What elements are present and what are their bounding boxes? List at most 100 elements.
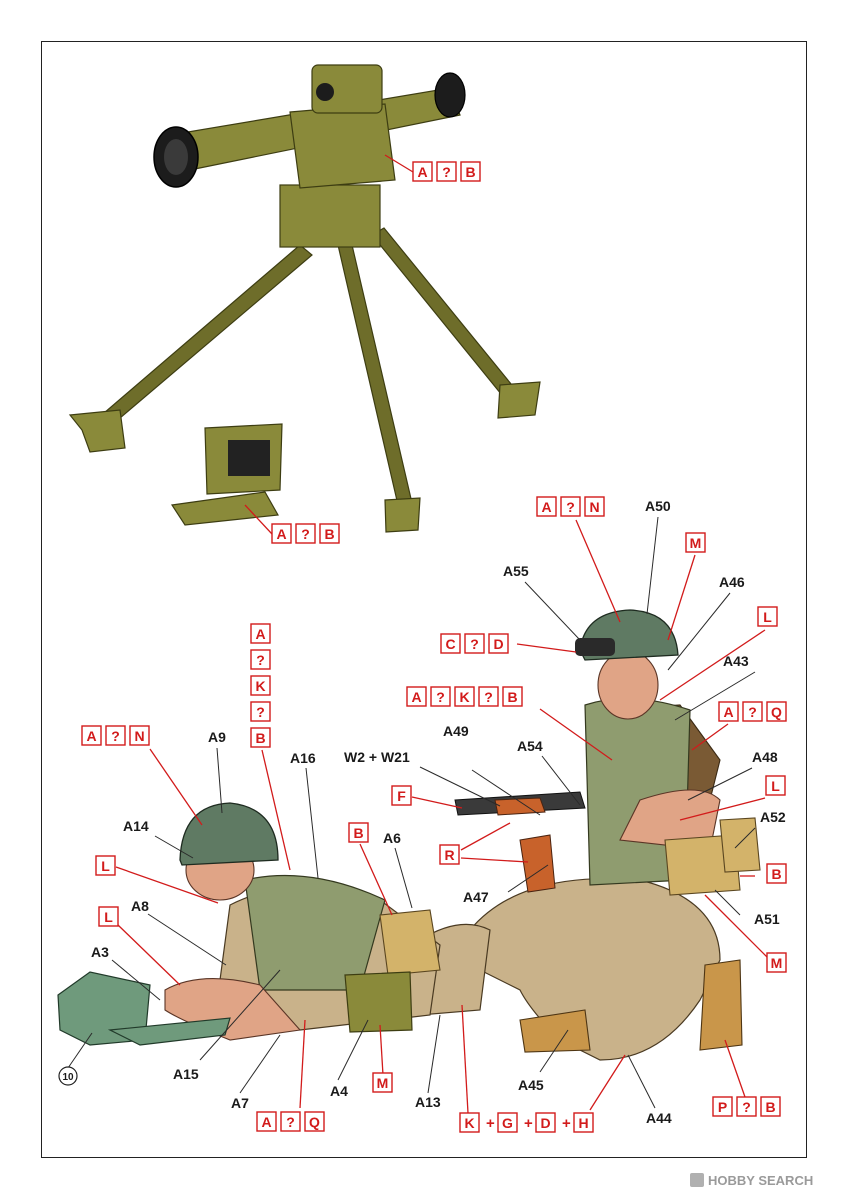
color-code-letter: A — [541, 499, 551, 515]
color-code-box — [295, 523, 316, 544]
sight-block — [311, 64, 383, 114]
color-code-box — [129, 725, 150, 746]
color-code-group: L — [765, 775, 786, 796]
color-code-letter: A — [276, 526, 286, 542]
color-code-box — [250, 675, 271, 696]
color-code-box — [105, 725, 126, 746]
color-code-box — [250, 623, 271, 644]
color-code-box — [460, 161, 481, 182]
color-code-box — [536, 496, 557, 517]
kneeling-pouch-side — [719, 817, 761, 873]
callout-A51: A51 — [754, 911, 780, 927]
color-code-joiner: + — [486, 1115, 495, 1132]
color-code-box — [391, 785, 412, 806]
kneeling-arm — [619, 789, 721, 851]
color-code-letter: ? — [286, 1114, 295, 1130]
callout-A9: A9 — [208, 729, 226, 745]
color-code-letter: L — [101, 858, 110, 874]
part-callouts: A50 A46 A55 A43 A49 A54 A48 W2 + W21 A9 … — [91, 498, 786, 1126]
watermark-text: HOBBY SEARCH — [708, 1173, 813, 1188]
color-code-box — [436, 161, 457, 182]
prone-soldier-illustration — [57, 802, 491, 1046]
color-code-group: M — [766, 952, 787, 973]
color-code-group: L — [95, 855, 116, 876]
color-code-group: A?N — [81, 725, 150, 746]
color-code-group: A?K?B — [250, 623, 271, 748]
color-code-box — [372, 1072, 393, 1093]
color-code-letter: L — [104, 909, 113, 925]
color-code-group: A?N — [536, 496, 605, 517]
color-code-box — [271, 523, 292, 544]
kneeling-head — [597, 650, 659, 720]
guidance-unit — [289, 103, 396, 189]
watermark: HOBBY SEARCH — [690, 1173, 813, 1188]
color-code-group: L — [757, 606, 778, 627]
color-code-letter: A — [723, 704, 733, 720]
callout-A49: A49 — [443, 723, 469, 739]
color-code-letter: N — [589, 499, 599, 515]
callout-A44: A44 — [646, 1110, 672, 1126]
callout-W2-W21: W2 + W21 — [344, 749, 410, 765]
color-code-box — [584, 496, 605, 517]
color-code-letter: B — [507, 689, 517, 705]
color-code-box — [685, 532, 706, 553]
color-code-box — [459, 1112, 480, 1133]
color-code-letter: M — [690, 535, 702, 551]
tripod-foot-front — [384, 497, 421, 533]
color-code-box — [560, 496, 581, 517]
color-code-box — [742, 701, 763, 722]
color-code-group: A?Q — [256, 1111, 325, 1132]
color-code-letter: P — [718, 1099, 727, 1115]
callout-A3: A3 — [91, 944, 109, 960]
color-code-letter: D — [540, 1115, 550, 1131]
color-code-group: A?B — [271, 523, 340, 544]
color-code-box — [497, 1112, 518, 1133]
tripod-foot-right — [497, 381, 541, 419]
color-code-letter: B — [465, 164, 475, 180]
color-code-group: L — [98, 906, 119, 927]
color-code-group: P?B — [712, 1096, 781, 1117]
color-code-letter: A — [261, 1114, 271, 1130]
callout-A16: A16 — [290, 750, 316, 766]
color-code-letter: F — [397, 788, 406, 804]
color-code-box — [478, 686, 499, 707]
color-code-letter: ? — [436, 689, 445, 705]
color-code-group: A?K?B — [406, 686, 523, 707]
callout-A48: A48 — [752, 749, 778, 765]
color-code-box — [488, 633, 509, 654]
callout-A14: A14 — [123, 818, 149, 834]
callout-A13: A13 — [415, 1094, 441, 1110]
color-code-letter: N — [134, 728, 144, 744]
callout-A6: A6 — [383, 830, 401, 846]
color-code-letter: K — [459, 689, 469, 705]
figure-frame — [41, 41, 807, 1158]
color-code-letter: ? — [111, 728, 120, 744]
prone-pouch-lower — [344, 971, 413, 1033]
color-code-group: M — [372, 1072, 393, 1093]
rifle-handguard — [494, 797, 546, 816]
color-code-box — [766, 952, 787, 973]
kneeling-legs — [469, 877, 721, 1061]
color-code-box — [304, 1111, 325, 1132]
tripod-leg-right — [371, 227, 521, 406]
color-code-box — [319, 523, 340, 544]
tripod-head — [279, 184, 381, 248]
color-code-box — [766, 863, 787, 884]
color-code-box — [454, 686, 475, 707]
color-code-box — [712, 1096, 733, 1117]
kneeling-pouch-front — [664, 834, 741, 896]
color-code-joiner: + — [524, 1115, 533, 1132]
color-code-box — [736, 1096, 757, 1117]
color-code-letter: M — [377, 1075, 389, 1091]
color-code-letter: R — [444, 847, 454, 863]
color-code-box — [256, 1111, 277, 1132]
color-code-letter: B — [324, 526, 334, 542]
color-code-group: R — [439, 844, 460, 865]
control-case-base — [170, 491, 279, 526]
color-code-letter: B — [353, 825, 363, 841]
launcher-illustration — [68, 64, 541, 533]
tube-muzzle-inner — [164, 139, 188, 175]
color-code-letter: ? — [742, 1099, 751, 1115]
color-code-letter: ? — [256, 704, 265, 720]
